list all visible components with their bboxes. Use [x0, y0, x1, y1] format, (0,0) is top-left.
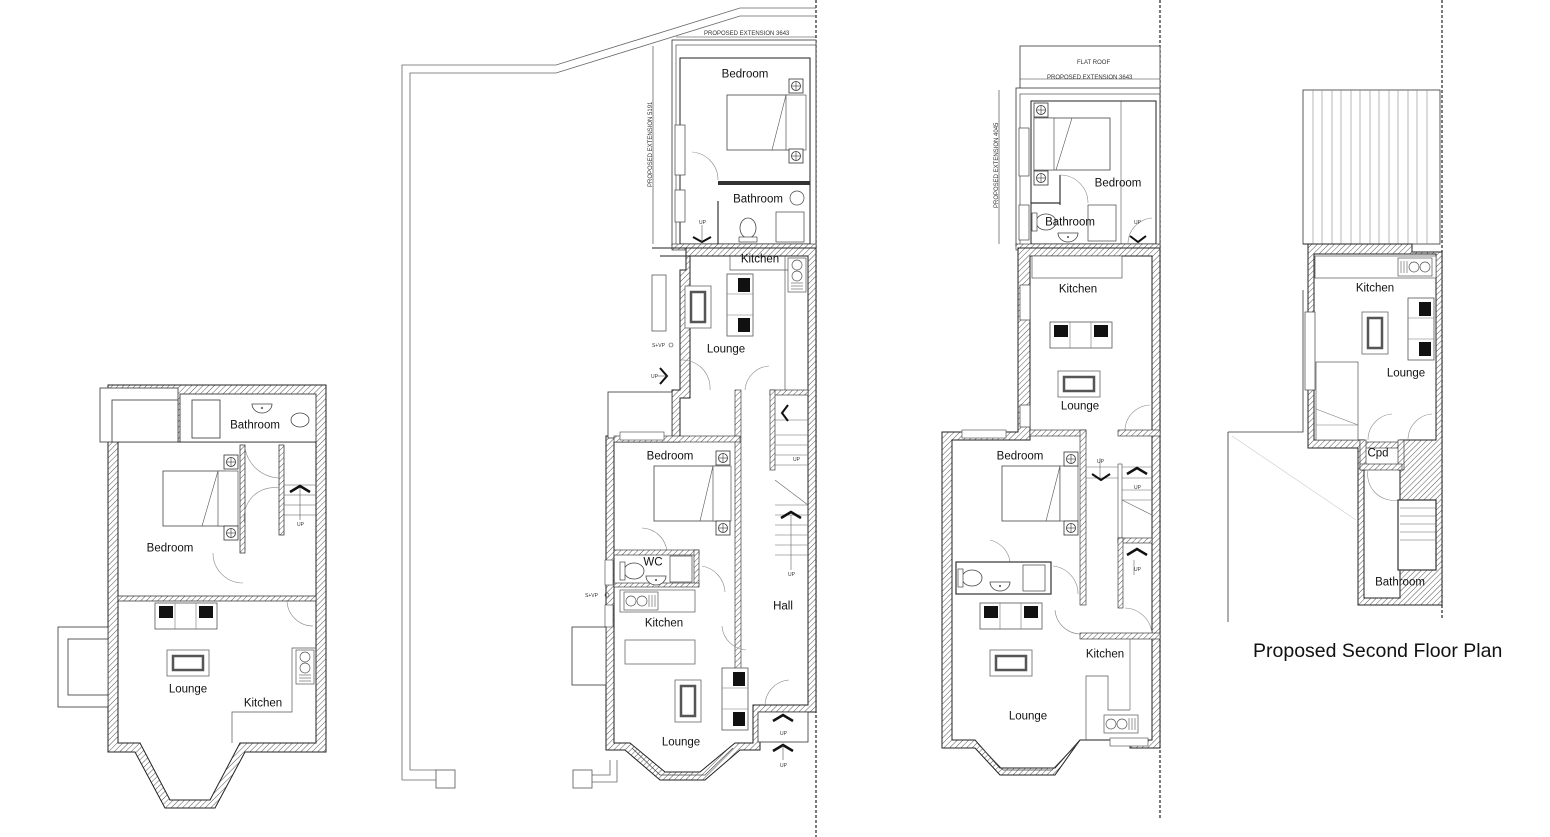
- svg-text:UP: UP: [297, 522, 305, 528]
- plan-left-flat: UP: [57, 384, 327, 809]
- plan-ground-floor: UP S+VP UP: [401, 7, 817, 789]
- svg-text:UP: UP: [793, 457, 801, 463]
- room-label-kitchen-rear: Kitchen: [1058, 283, 1098, 296]
- room-label-kitchen-rear: Kitchen: [740, 253, 780, 266]
- plan-first-floor: UP UP UP UP: [941, 45, 1161, 776]
- svg-text:UP: UP: [699, 220, 707, 226]
- room-label-kitchen-front: Kitchen: [1085, 648, 1125, 661]
- svg-text:S+VP: S+VP: [652, 343, 666, 349]
- room-label-bathroom-rear: Bathroom: [1045, 216, 1095, 229]
- plan-second-floor: [1227, 89, 1443, 622]
- svg-text:S+VP: S+VP: [585, 593, 599, 599]
- svg-text:UP: UP: [1097, 459, 1105, 465]
- svg-text:UP: UP: [1134, 485, 1142, 491]
- room-label-lounge-front: Lounge: [661, 736, 701, 749]
- svg-text:UP: UP: [780, 731, 788, 737]
- flat-roof-label: FLAT ROOF: [1077, 60, 1111, 66]
- dimension-extension-width: PROPOSED EXTENSION 3643: [1047, 75, 1133, 81]
- dimension-extension-width: PROPOSED EXTENSION 3643: [704, 31, 790, 37]
- room-label-bedroom-front: Bedroom: [996, 450, 1044, 463]
- room-label-lounge: Lounge: [1386, 367, 1426, 380]
- drawing-title: Proposed Second Floor Plan: [1253, 640, 1503, 662]
- svg-text:UP: UP: [1134, 567, 1142, 573]
- room-label-lounge-rear: Lounge: [706, 343, 746, 356]
- room-label-kitchen: Kitchen: [1355, 282, 1395, 295]
- svg-text:UP: UP: [788, 572, 796, 578]
- svg-text:UP: UP: [780, 763, 788, 769]
- room-label-bathroom: Bathroom: [1375, 576, 1425, 589]
- room-label-bedroom-rear: Bedroom: [721, 68, 769, 81]
- room-label-lounge: Lounge: [168, 683, 208, 696]
- room-label-bedroom-front: Bedroom: [646, 450, 694, 463]
- room-label-wc: WC: [643, 556, 663, 569]
- room-label-kitchen-front: Kitchen: [644, 617, 684, 630]
- room-label-bathroom: Bathroom: [230, 419, 280, 432]
- svg-text:UP: UP: [651, 374, 659, 380]
- room-label-lounge-rear: Lounge: [1060, 400, 1100, 413]
- svg-text:UP: UP: [1134, 220, 1142, 226]
- room-label-bedroom-rear: Bedroom: [1094, 177, 1142, 190]
- room-label-lounge-front: Lounge: [1008, 710, 1048, 723]
- dimension-extension-depth: PROPOSED EXTENSION 4045: [994, 122, 1000, 208]
- dimension-extension-depth: PROPOSED EXTENSION 5191: [648, 101, 654, 187]
- room-label-bedroom: Bedroom: [146, 542, 194, 555]
- room-label-bathroom-rear: Bathroom: [733, 193, 783, 206]
- room-label-hall: Hall: [773, 600, 793, 613]
- room-label-kitchen: Kitchen: [243, 697, 283, 710]
- room-label-cpd: Cpd: [1367, 447, 1389, 460]
